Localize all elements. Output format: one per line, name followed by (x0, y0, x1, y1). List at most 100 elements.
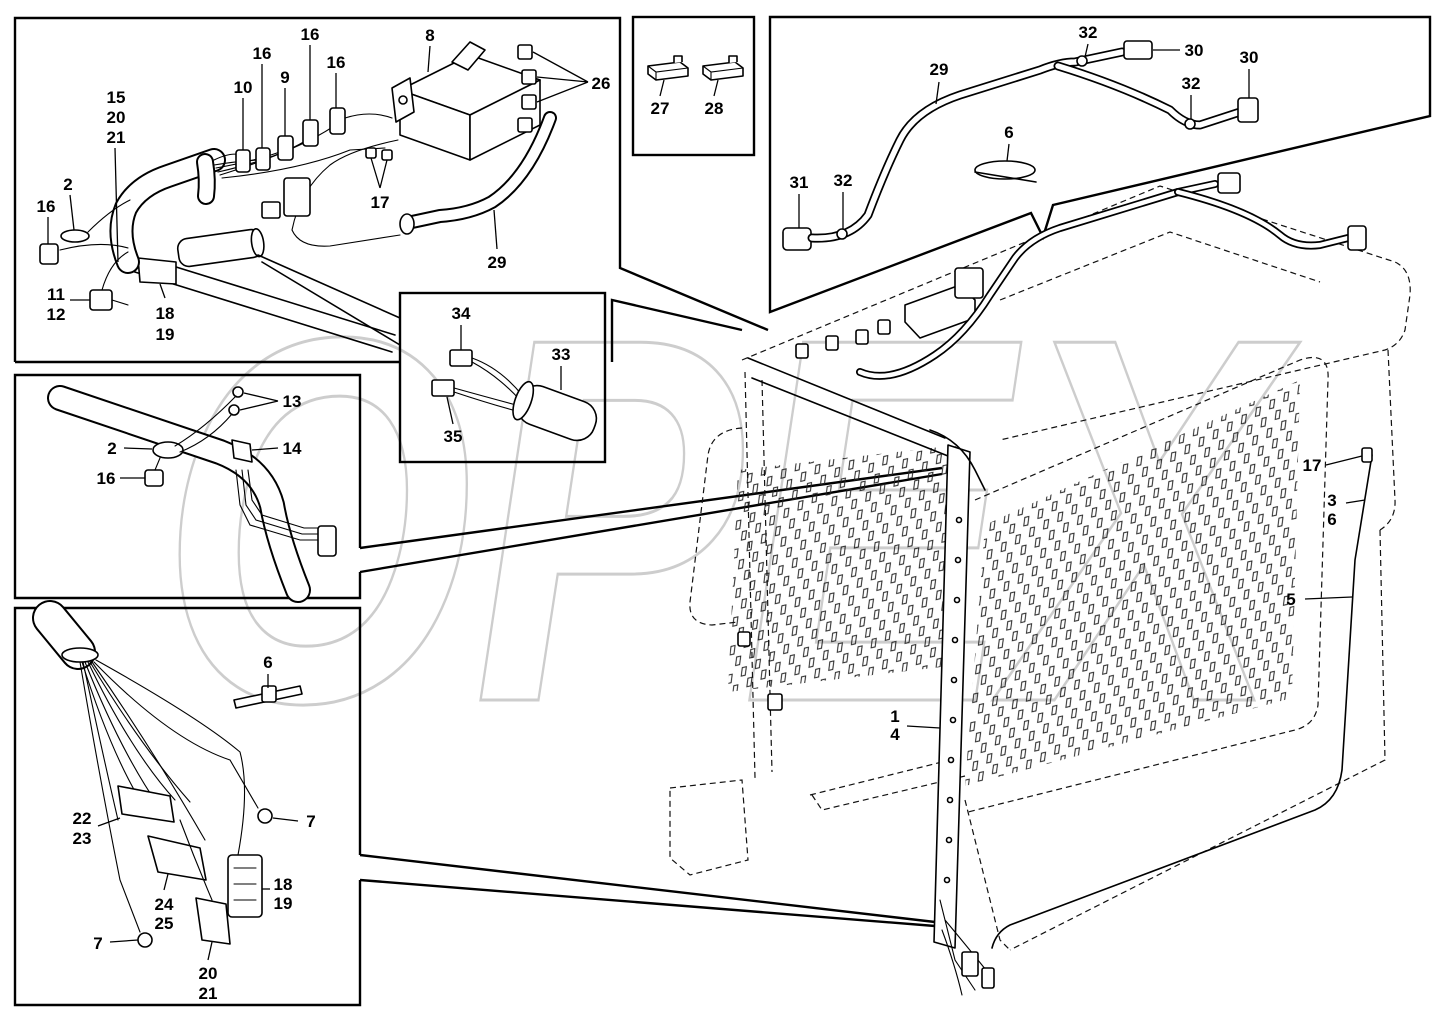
cable-tie-2 (60, 229, 90, 243)
leader-line (163, 873, 169, 891)
wire (59, 243, 129, 251)
connector-16-left (39, 243, 59, 265)
callout-2: 2 (63, 175, 72, 194)
connector-block (954, 267, 984, 299)
leader-line (114, 147, 119, 263)
callout-16: 16 (253, 44, 272, 63)
ring-13 (232, 386, 244, 398)
wire-bundle (235, 469, 326, 541)
connector (981, 967, 995, 989)
post-hole (950, 676, 958, 684)
callout-14: 14 (283, 439, 302, 458)
bracket-14 (231, 439, 253, 463)
connector-10 (235, 149, 251, 173)
fuse-tab (728, 55, 738, 63)
post-hole (946, 796, 954, 804)
leader-line (207, 941, 213, 961)
connector-30 (1347, 225, 1367, 251)
post-top-harness (929, 429, 986, 491)
connector-30 (1123, 40, 1153, 60)
ring-terminal-7 (137, 932, 153, 948)
callout-3: 3 (1327, 491, 1336, 510)
callout-7: 7 (93, 934, 102, 953)
bracket-hole (398, 95, 408, 105)
connector-16 (329, 107, 346, 135)
connector (961, 951, 979, 977)
connector-34 (449, 349, 473, 367)
detail-box-capacitor: 34 33 35 (398, 291, 607, 464)
callout-33: 33 (552, 345, 571, 364)
callout-23: 23 (73, 829, 92, 848)
inset-pointer (257, 254, 401, 319)
callout-16: 16 (97, 469, 116, 488)
connector-35 (431, 379, 455, 397)
fuse-edge (702, 65, 744, 81)
callout-1: 1 (890, 707, 899, 726)
wire (87, 199, 131, 233)
callout-20: 20 (199, 964, 218, 983)
detail-box-lower-harness: 6 7 22 23 24 25 18 19 7 20 21 (13, 600, 936, 1007)
callout-34: 34 (452, 304, 471, 323)
callout-6: 6 (263, 653, 272, 672)
wire (87, 661, 176, 801)
connector-26 (517, 117, 533, 133)
callout-16: 16 (301, 25, 320, 44)
roof-outline (741, 185, 1411, 441)
callout-10: 10 (234, 78, 253, 97)
connector-18-ribs (233, 867, 257, 901)
callout-17: 17 (371, 193, 390, 212)
post-hole (951, 636, 959, 644)
detail-frame-pointer (610, 298, 743, 362)
wire (344, 113, 393, 119)
terminal-17 (1361, 447, 1373, 463)
callout-28: 28 (705, 99, 724, 118)
callout-19: 19 (274, 894, 293, 913)
connector-9 (277, 135, 294, 161)
connector-11 (89, 289, 113, 311)
connector-30 (1217, 172, 1241, 194)
callout-30: 30 (1185, 41, 1204, 60)
callout-13: 13 (283, 392, 302, 411)
detail-frame (13, 16, 769, 362)
callout-18: 18 (156, 304, 175, 323)
callout-2: 2 (107, 439, 116, 458)
connector-18 (227, 854, 263, 918)
callout-32: 32 (1182, 74, 1201, 93)
leader-line (272, 817, 299, 822)
cable-29-inner (809, 49, 1125, 241)
callout-16: 16 (37, 197, 56, 216)
wire (179, 413, 233, 453)
wire (79, 661, 141, 933)
rear-screen-right (965, 380, 1300, 786)
post-bottom-wires (941, 929, 963, 996)
callout-6: 6 (1004, 123, 1013, 142)
detail-box-roof-harness: 16 10 9 16 16 8 26 15 20 21 2 16 11 12 1… (13, 16, 769, 364)
post-hole (945, 836, 953, 844)
connector-16 (255, 147, 271, 171)
connector-26 (521, 69, 537, 85)
rear-screen-left (728, 445, 958, 692)
cable-tie-6 (233, 685, 303, 709)
detail-pointer (359, 853, 936, 928)
harness-tube-inner (111, 150, 224, 272)
leader-line (532, 51, 589, 103)
callout-35: 35 (444, 427, 463, 446)
clip-17 (381, 149, 393, 161)
connector-16 (302, 119, 319, 147)
callout-12: 12 (47, 305, 66, 324)
wire (95, 659, 246, 856)
leader-line (239, 392, 279, 411)
callout-17: 17 (1303, 456, 1322, 475)
connector-30 (1237, 97, 1259, 123)
post-hole (955, 516, 963, 524)
connector (825, 335, 839, 351)
connector-16 (144, 469, 164, 487)
wire (101, 251, 129, 291)
connector-24 (147, 835, 207, 881)
callout-6: 6 (1327, 510, 1336, 529)
leader-line (427, 45, 431, 73)
cable-tie-head (261, 685, 277, 703)
roof-inner-edge (999, 231, 1321, 301)
ring-13 (228, 404, 240, 416)
wire (91, 661, 206, 841)
